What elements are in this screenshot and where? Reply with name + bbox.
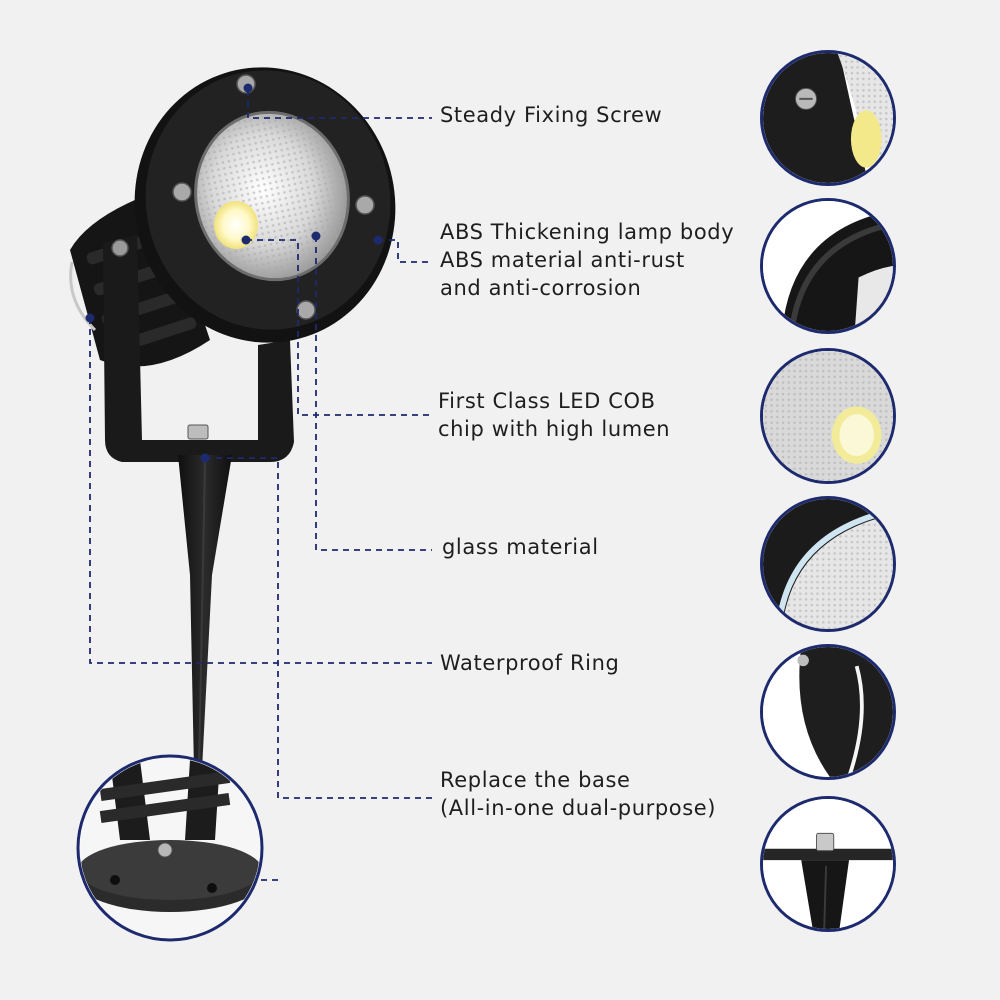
leader-dots [85, 83, 383, 463]
callout-line: Replace the base [440, 768, 631, 792]
detail-thumb-ring [760, 644, 896, 780]
callout-fixing-screw: Steady Fixing Screw [440, 101, 662, 129]
mounting-screw-icon [157, 842, 173, 858]
callout-line: chip with high lumen [438, 417, 671, 441]
callout-replace-base: Replace the base (All-in-one dual-purpos… [440, 766, 716, 822]
base-detail-circle [76, 754, 264, 942]
detail-thumb-glass [760, 496, 896, 632]
leader-lines [89, 90, 432, 881]
callout-glass: glass material [442, 533, 599, 561]
callout-line: and anti-corrosion [440, 276, 642, 300]
detail-thumb-base [760, 796, 896, 932]
callout-line: Steady Fixing Screw [440, 103, 663, 127]
callout-line: (All-in-one dual-purpose) [440, 796, 717, 820]
callout-led-chip: First Class LED COB chip with high lumen [438, 387, 670, 443]
callout-line: First Class LED COB [438, 389, 656, 413]
callout-waterproof-ring: Waterproof Ring [440, 649, 619, 677]
detail-thumb-body [760, 198, 896, 334]
bracket-screw-icon [111, 239, 129, 257]
lamp-head [134, 67, 396, 343]
detail-thumb-screw [760, 50, 896, 186]
callout-line: glass material [442, 535, 599, 559]
detail-thumb-led [760, 348, 896, 484]
callout-line: Waterproof Ring [440, 651, 620, 675]
callout-lamp-body: ABS Thickening lamp body ABS material an… [440, 218, 734, 302]
callout-line: ABS material anti-rust [440, 248, 685, 272]
ground-stake [178, 424, 232, 771]
callout-line: ABS Thickening lamp body [440, 220, 735, 244]
mounting-bracket [103, 235, 294, 462]
led-chip-icon [214, 201, 258, 249]
